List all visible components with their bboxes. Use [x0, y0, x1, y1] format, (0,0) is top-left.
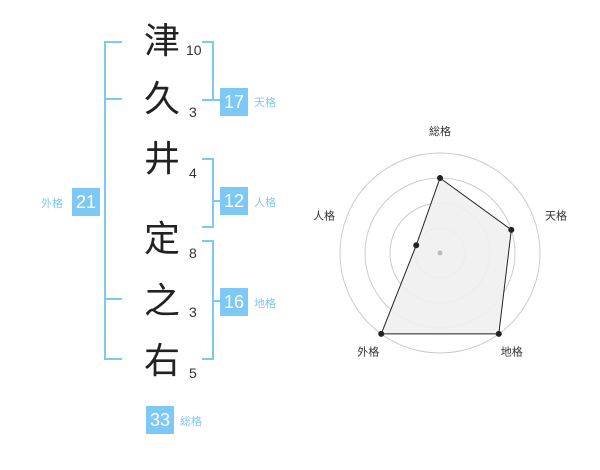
jinkaku-badge: 12	[220, 187, 248, 215]
tenkaku-label: 天格	[254, 96, 276, 109]
outer-bracket-bottom-tick	[104, 358, 122, 360]
tenkaku-bracket-top	[202, 41, 214, 43]
name-char-1: 津	[143, 21, 180, 62]
radar-grid-ring	[339, 152, 541, 354]
stroke-count-2: 3	[189, 104, 197, 120]
jinkaku-label: 人格	[254, 196, 276, 209]
gaikaku-label: 外格	[41, 197, 63, 210]
radar-point-5	[413, 242, 420, 249]
radar-point-3	[495, 330, 502, 337]
outer-bracket-tick-2	[104, 98, 122, 100]
chikaku-bracket-stub	[212, 300, 222, 302]
soukaku-label: 総格	[180, 415, 202, 428]
name-char-5: 之	[143, 281, 180, 322]
stroke-count-3: 4	[189, 165, 197, 181]
stroke-count-4: 8	[189, 245, 197, 261]
chikaku-label: 地格	[254, 297, 276, 310]
radar-point-4	[378, 330, 385, 337]
tenkaku-bracket-stub	[212, 99, 222, 101]
jinkaku-bracket-bottom	[202, 226, 214, 228]
radar-data-polygon	[380, 177, 512, 335]
stroke-count-5: 3	[189, 304, 197, 320]
name-char-4: 定	[143, 219, 180, 260]
jinkaku-bracket-vertical	[212, 158, 214, 228]
jinkaku-bracket-top	[202, 158, 214, 160]
name-char-2: 久	[143, 79, 180, 120]
chikaku-badge: 16	[220, 288, 248, 316]
radar-axis-label-5: 人格	[313, 208, 335, 222]
radar-point-1	[437, 175, 443, 181]
tenkaku-bracket-bottom	[202, 99, 214, 101]
radar-point-2	[508, 226, 515, 233]
outer-bracket-tick-5	[104, 298, 122, 300]
outer-bracket-vertical	[104, 41, 106, 360]
radar-center-dot	[437, 250, 443, 256]
name-char-3: 井	[143, 139, 180, 180]
stroke-count-6: 5	[189, 365, 197, 381]
radar-grid-ring	[414, 227, 466, 279]
tenkaku-bracket-vertical	[212, 41, 214, 101]
radar-axis-label-1: 総格	[429, 124, 451, 138]
radar-axis-label-2: 天格	[545, 208, 567, 222]
radar-grid-ring	[389, 202, 491, 304]
radar-axis-label-4: 外格	[357, 345, 379, 359]
radar-grid-ring	[364, 177, 516, 329]
jinkaku-bracket-stub	[212, 200, 222, 202]
chikaku-bracket-bottom	[202, 358, 214, 360]
stroke-count-1: 10	[186, 42, 202, 58]
outer-bracket-top-tick	[104, 41, 122, 43]
gaikaku-badge: 21	[72, 188, 100, 216]
chikaku-bracket-top	[202, 240, 214, 242]
radar-axis-label-3: 地格	[501, 345, 523, 359]
name-char-6: 右	[143, 341, 180, 382]
tenkaku-badge: 17	[220, 88, 248, 116]
soukaku-badge: 33	[146, 406, 174, 434]
